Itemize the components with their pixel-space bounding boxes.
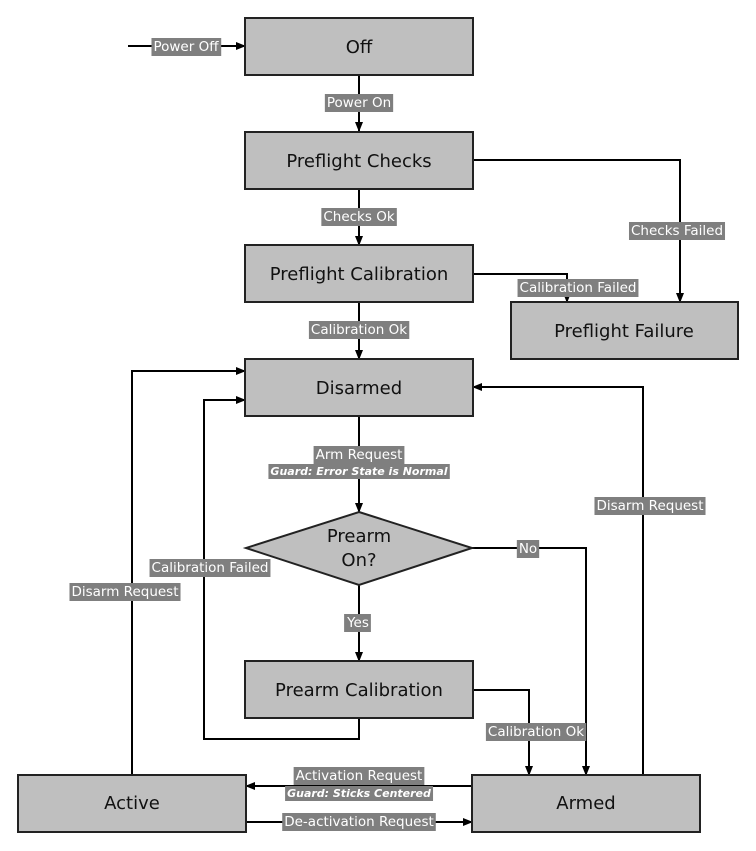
label-activation-request: Activation Request: [293, 767, 425, 785]
label-deactivation-request: De-activation Request: [282, 813, 436, 831]
label-checks-failed: Checks Failed: [628, 222, 726, 240]
edge-disarm-request-active: [131, 367, 246, 775]
state-active-label: Active: [104, 793, 160, 814]
svg-text:Calibration Failed: Calibration Failed: [152, 560, 269, 576]
svg-text:Arm Request: Arm Request: [316, 447, 403, 463]
label-power-on: Power On: [324, 94, 394, 112]
state-off: Off: [244, 17, 474, 76]
label-calibration-failed-prearm: Calibration Failed: [149, 559, 271, 577]
label-calibration-failed-preflight: Calibration Failed: [517, 279, 639, 297]
label-no: No: [516, 540, 540, 558]
state-active: Active: [17, 774, 247, 833]
state-off-label: Off: [346, 37, 373, 58]
state-armed-label: Armed: [556, 793, 615, 814]
svg-text:Calibration Ok: Calibration Ok: [311, 322, 407, 338]
edge-calibration-ok-prearm: [473, 689, 533, 776]
svg-text:Activation Request: Activation Request: [296, 768, 423, 784]
label-disarm-request-armed: Disarm Request: [594, 497, 706, 515]
decision-prearm-on: Prearm On?: [242, 510, 476, 587]
state-preflight-failure-label: Preflight Failure: [554, 321, 694, 342]
state-preflight-calibration-label: Preflight Calibration: [270, 264, 449, 285]
svg-text:Disarm Request: Disarm Request: [71, 584, 178, 600]
label-calibration-ok-preflight: Calibration Ok: [308, 321, 410, 339]
state-armed: Armed: [471, 774, 701, 833]
edge-disarm-request-armed: [472, 383, 644, 775]
state-disarmed: Disarmed: [244, 358, 474, 417]
label-yes: Yes: [344, 614, 371, 632]
label-activation-guard: Guard: Sticks Centered: [285, 786, 434, 801]
svg-text:Disarm Request: Disarm Request: [596, 498, 703, 514]
svg-text:Power Off: Power Off: [153, 39, 219, 55]
svg-text:Checks Failed: Checks Failed: [631, 223, 723, 239]
svg-text:No: No: [519, 541, 537, 557]
label-arm-request: Arm Request: [313, 446, 405, 464]
svg-text:Calibration Ok: Calibration Ok: [488, 724, 584, 740]
svg-text:Guard: Sticks Centered: Guard: Sticks Centered: [287, 787, 431, 800]
state-preflight-checks: Preflight Checks: [244, 131, 474, 190]
state-preflight-checks-label: Preflight Checks: [286, 151, 431, 172]
svg-text:Checks Ok: Checks Ok: [323, 209, 394, 225]
label-disarm-request-active: Disarm Request: [69, 583, 181, 601]
decision-prearm-line1: Prearm: [327, 526, 391, 547]
svg-text:Calibration Failed: Calibration Failed: [520, 280, 637, 296]
edge-no: [472, 547, 590, 776]
label-arm-guard: Guard: Error State is Normal: [268, 464, 450, 479]
label-checks-ok: Checks Ok: [321, 208, 397, 226]
state-prearm-calibration-label: Prearm Calibration: [275, 680, 443, 701]
state-preflight-failure: Preflight Failure: [510, 301, 739, 360]
svg-text:Power On: Power On: [327, 95, 391, 111]
decision-prearm-line2: On?: [341, 550, 376, 571]
label-power-off: Power Off: [151, 38, 222, 56]
edge-calibration-failed-prearm: [203, 396, 360, 740]
state-disarmed-label: Disarmed: [316, 378, 402, 399]
label-calibration-ok-prearm: Calibration Ok: [485, 723, 587, 741]
edge-checks-failed: [473, 159, 684, 303]
state-prearm-calibration: Prearm Calibration: [244, 660, 474, 719]
svg-text:Guard: Error State is Normal: Guard: Error State is Normal: [270, 465, 447, 478]
svg-text:Yes: Yes: [346, 615, 369, 631]
edge-labels: Power Off Power On Checks Ok Checks Fail…: [69, 38, 726, 831]
svg-text:De-activation Request: De-activation Request: [284, 814, 434, 830]
state-preflight-calibration: Preflight Calibration: [244, 244, 474, 303]
